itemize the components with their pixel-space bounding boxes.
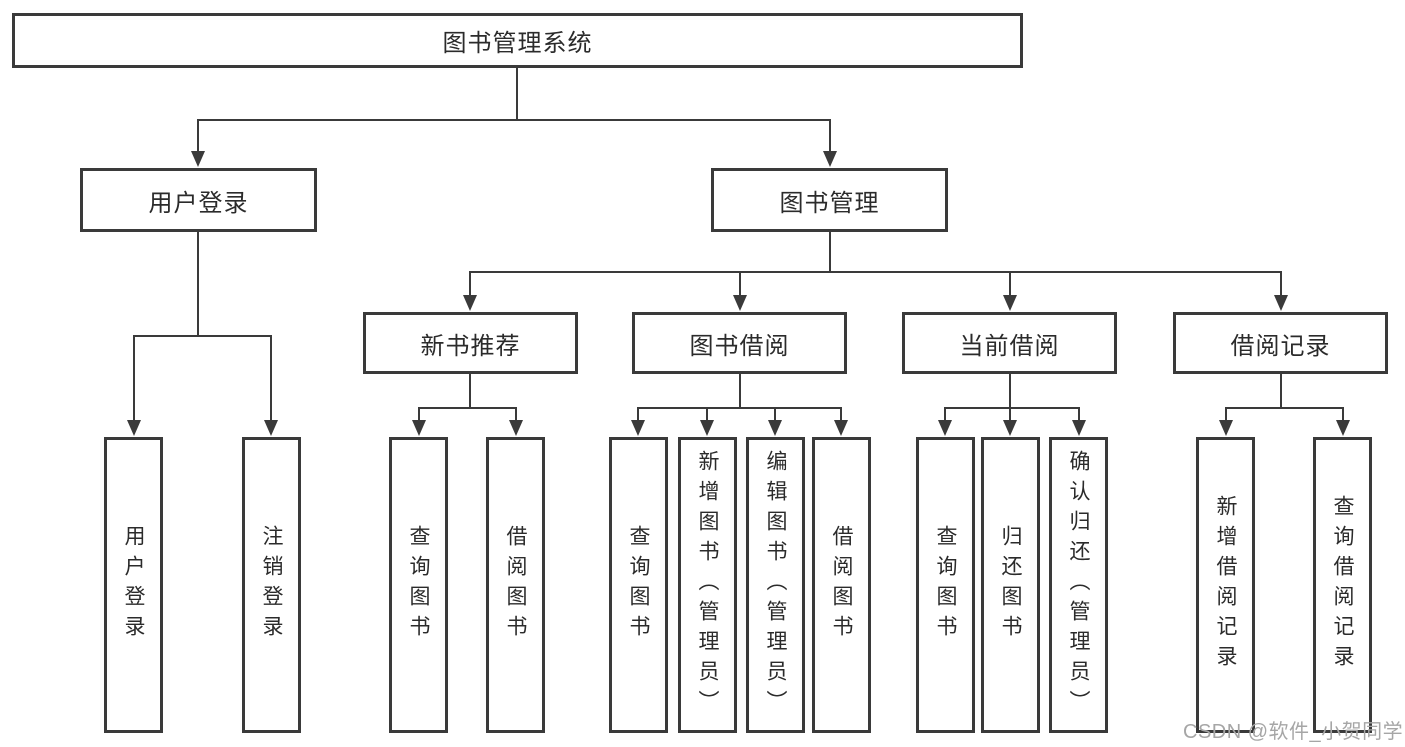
- node-label: 新增图书（管理员）: [696, 450, 719, 720]
- node-label: 编辑图书（管理员）: [764, 450, 787, 720]
- leaf-query-books-current: 查询图书: [916, 437, 975, 733]
- node-label: 注销登录: [260, 525, 283, 645]
- leaf-query-borrow-record: 查询借阅记录: [1313, 437, 1372, 733]
- leaf-return-books: 归还图书: [981, 437, 1040, 733]
- node-label: 借阅图书: [830, 525, 853, 645]
- leaf-query-books-recommend: 查询图书: [389, 437, 448, 733]
- node-label: 借阅图书: [504, 525, 527, 645]
- node-library-management-system: 图书管理系统: [12, 13, 1023, 68]
- leaf-borrow-books-recommend: 借阅图书: [486, 437, 545, 733]
- node-label: 图书管理系统: [442, 30, 593, 57]
- node-book-management: 图书管理: [711, 168, 948, 232]
- node-label: 确认归还（管理员）: [1067, 450, 1090, 720]
- node-label: 用户登录: [148, 189, 249, 217]
- node-new-book-recommendation: 新书推荐: [363, 312, 578, 374]
- leaf-edit-books-admin: 编辑图书（管理员）: [746, 437, 805, 733]
- node-label: 新增借阅记录: [1214, 495, 1237, 675]
- leaf-query-books-borrowing: 查询图书: [609, 437, 668, 733]
- node-label: 图书借阅: [689, 332, 790, 360]
- csdn-watermark: CSDN @软件_小贺同学: [1183, 721, 1404, 743]
- node-book-borrowing: 图书借阅: [632, 312, 847, 374]
- node-label: 归还图书: [999, 525, 1022, 645]
- node-current-borrowing: 当前借阅: [902, 312, 1117, 374]
- node-label: 查询借阅记录: [1331, 495, 1354, 675]
- node-label: 用户登录: [122, 525, 145, 645]
- leaf-confirm-return-admin: 确认归还（管理员）: [1049, 437, 1108, 733]
- node-label: 图书管理: [779, 189, 880, 217]
- node-user-login: 用户登录: [80, 168, 317, 232]
- leaf-add-borrow-record: 新增借阅记录: [1196, 437, 1255, 733]
- leaf-logout-login: 注销登录: [242, 437, 301, 733]
- node-label: 查询图书: [934, 525, 957, 645]
- node-label: 借阅记录: [1230, 332, 1331, 360]
- node-label: 当前借阅: [959, 332, 1060, 360]
- leaf-borrow-books-borrowing: 借阅图书: [812, 437, 871, 733]
- leaf-add-books-admin: 新增图书（管理员）: [678, 437, 737, 733]
- leaf-user-login: 用户登录: [104, 437, 163, 733]
- node-label: 查询图书: [407, 525, 430, 645]
- node-label: 新书推荐: [420, 332, 521, 360]
- node-borrowing-records: 借阅记录: [1173, 312, 1388, 374]
- node-label: 查询图书: [627, 525, 650, 645]
